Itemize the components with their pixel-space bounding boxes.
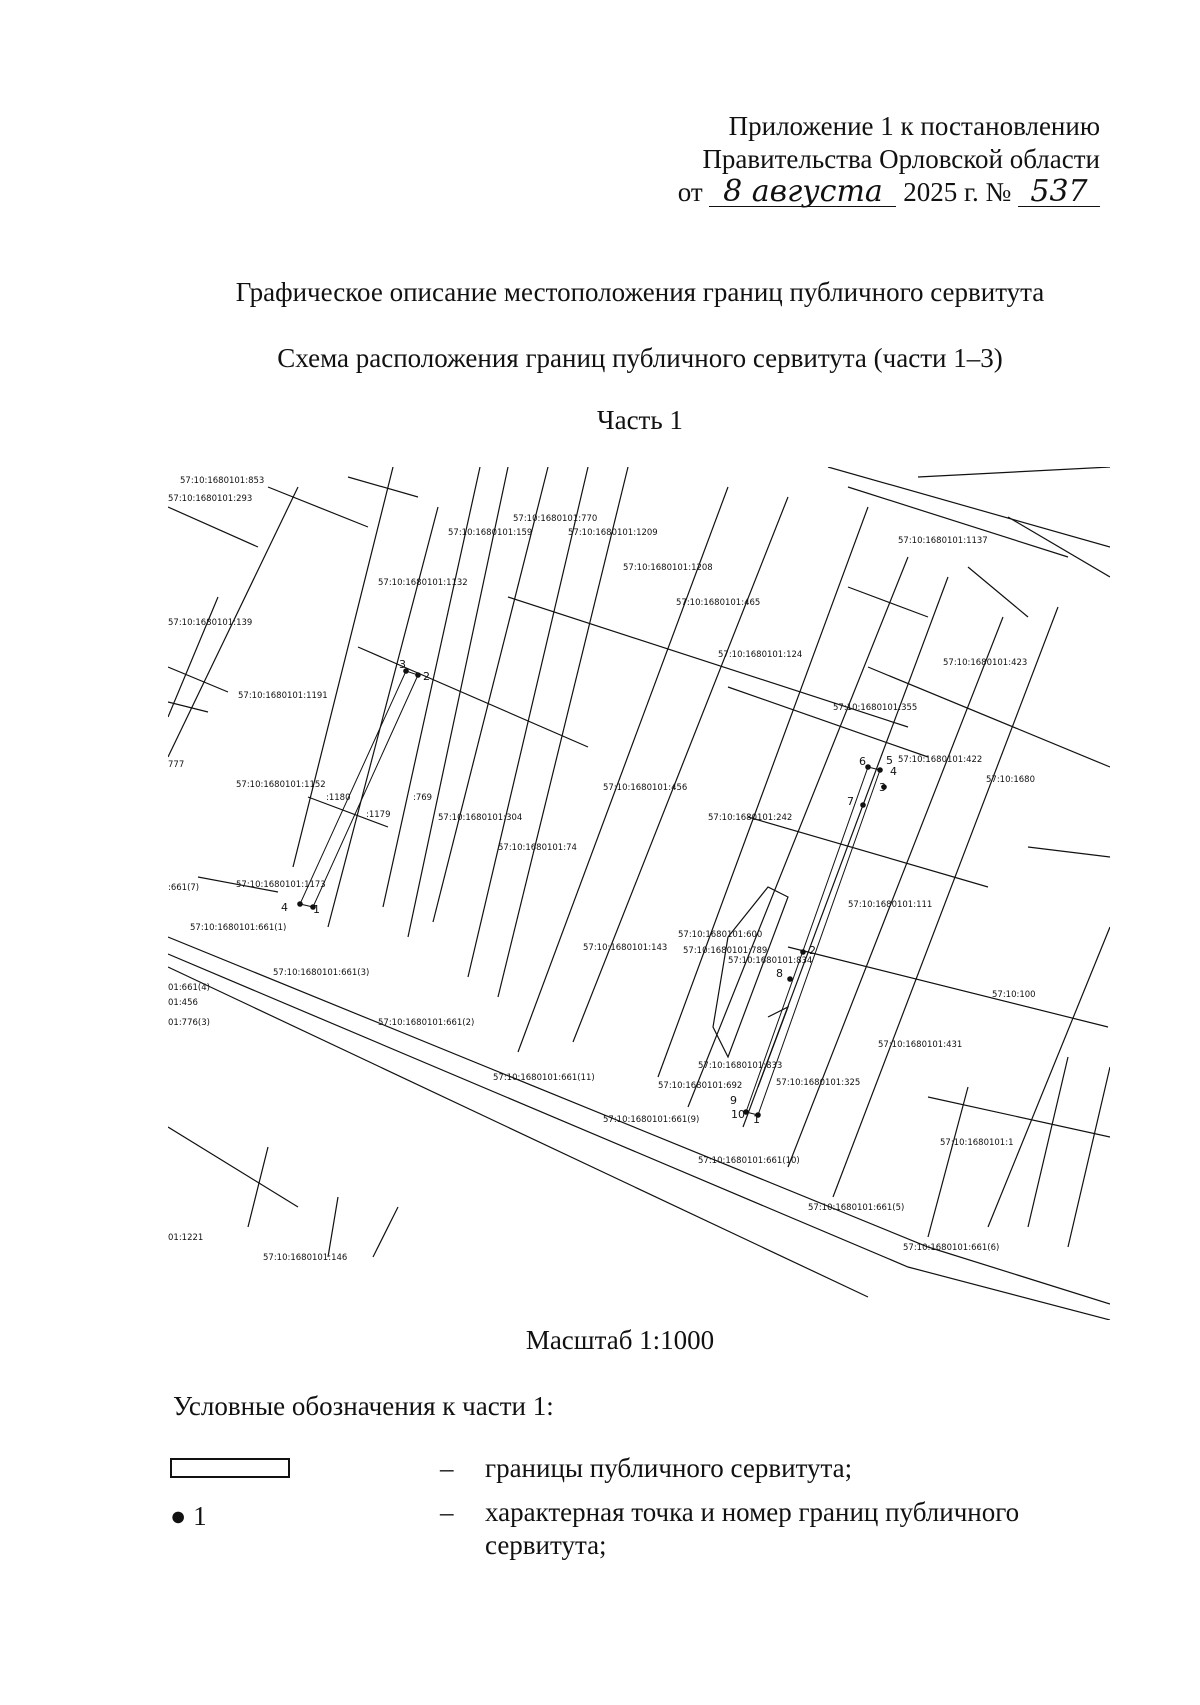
legend-item-2-text: характерная точка и номер границ публичн… <box>485 1497 1020 1560</box>
parcel-label: 57:10:1680101:661(11) <box>493 1073 595 1083</box>
map-scale: Масштаб 1:1000 <box>525 1325 715 1355</box>
parcel-label: 57:10:1680101:143 <box>583 943 667 953</box>
parcel-label: 57:10:1680101:159 <box>448 528 532 538</box>
point-number: 9 <box>730 1094 737 1107</box>
parcel-label: 57:10:1680101:692 <box>658 1081 742 1091</box>
parcel-label: 57:10:1680101:661(5) <box>808 1203 904 1213</box>
parcel-label: 57:10:1680101:146 <box>263 1253 347 1263</box>
parcel-label: 57:10:1680101:124 <box>718 650 802 660</box>
appendix-header: Приложение 1 к постановлению Правительст… <box>600 110 1100 209</box>
point-number: 7 <box>847 795 854 808</box>
parcel-boundaries <box>168 467 1110 1320</box>
parcel-label: 57:10:1680101:325 <box>776 1078 860 1088</box>
scheme-title: Схема расположения границ публичного сер… <box>277 343 1003 373</box>
point-number: 6 <box>859 755 866 768</box>
point-number: 3 <box>879 781 886 794</box>
parcel-label: 01:456 <box>168 998 198 1008</box>
parcel-label: 57:10:1680101:1 <box>940 1138 1014 1148</box>
legend-dash: – <box>440 1453 454 1483</box>
parcel-label: :1179 <box>366 810 391 820</box>
point-symbol-number: 1 <box>193 1501 207 1531</box>
parcel-label: 57:10:1680101:1208 <box>623 563 713 573</box>
parcel-label: 57:10:1680 <box>986 775 1035 785</box>
appendix-line-3: от 8 августа 2025 г. № 537 <box>600 176 1100 209</box>
point-number: 2 <box>423 670 430 683</box>
parcel-label: 57:10:1680101:74 <box>498 843 577 853</box>
parcel-label: :1180 <box>326 793 351 803</box>
handwritten-date: 8 августа <box>709 177 897 207</box>
parcel-label: 57:10:1680101:355 <box>833 703 917 713</box>
parcel-label: 57:10:1680101:789 <box>683 946 767 956</box>
parcel-label: 57:10:100 <box>992 990 1036 1000</box>
point-number: 1 <box>753 1113 760 1126</box>
servitude-boundaries <box>299 670 881 1116</box>
parcel-label: 57:10:1680101:1191 <box>238 691 328 701</box>
boundary-symbol <box>170 1458 290 1478</box>
parcel-label: 01:661(4) <box>168 983 210 993</box>
appendix-line-1: Приложение 1 к постановлению <box>728 111 1100 141</box>
legend-dash: – <box>440 1497 454 1527</box>
point-symbol: ● 1 <box>170 1501 207 1531</box>
parcel-label: 57:10:1680101:834 <box>728 956 812 966</box>
legend-title: Условные обозначения к части 1: <box>173 1391 554 1421</box>
parcel-label: 57:10:1680101:1173 <box>236 880 326 890</box>
parcel-label: 57:10:1680101:833 <box>698 1061 782 1071</box>
parcel-label: 57:10:1680101:293 <box>168 494 252 504</box>
point-number: 8 <box>776 967 783 980</box>
parcel-labels: 57:10:1680101:853 57:10:1680101:293 57:10:… <box>168 476 1036 1263</box>
parcel-label: :661(7) <box>168 883 199 893</box>
point-number: 2 <box>809 944 816 957</box>
parcel-label: 57:10:1680101:304 <box>438 813 522 823</box>
parcel-label: 57:10:1680101:661(6) <box>903 1243 999 1253</box>
parcel-label: 57:10:1680101:423 <box>943 658 1027 668</box>
handwritten-number: 537 <box>1018 177 1100 207</box>
parcel-label: 57:10:1680101:1137 <box>898 536 988 546</box>
parcel-label: 57:10:1680101:661(1) <box>190 923 286 933</box>
date-prefix: от <box>677 177 703 207</box>
point-number: 10 <box>731 1108 745 1121</box>
point-number: 4 <box>890 765 897 778</box>
parcel-label: 57:10:1680101:1132 <box>378 578 468 588</box>
parcel-label: 57:10:1680101:661(10) <box>698 1156 800 1166</box>
main-title: Графическое описание местоположения гран… <box>235 277 1045 307</box>
parcel-label: :769 <box>413 793 432 803</box>
parcel-label: 57:10:1680101:242 <box>708 813 792 823</box>
parcel-label: 57:10:1680101:465 <box>676 598 760 608</box>
parcel-label: 01:776(3) <box>168 1018 210 1028</box>
parcel-label: 57:10:1680101:661(3) <box>273 968 369 978</box>
parcel-label: 57:10:1680101:1152 <box>236 780 326 790</box>
parcel-label: 777 <box>168 760 184 770</box>
parcel-label: 01:1221 <box>168 1233 203 1243</box>
parcel-label: 57:10:1680101:431 <box>878 1040 962 1050</box>
point-number: 3 <box>399 658 406 671</box>
point-number: 5 <box>886 754 893 767</box>
legend-item-1-text: границы публичного сервитута; <box>485 1453 853 1483</box>
part-title: Часть 1 <box>597 405 683 435</box>
parcel-label: 57:10:1680101:1209 <box>568 528 658 538</box>
parcel-label: 57:10:1680101:139 <box>168 618 252 628</box>
parcel-label: 57:10:1680101:111 <box>848 900 932 910</box>
parcel-label: 57:10:1680101:661(9) <box>603 1115 699 1125</box>
point-number: 1 <box>313 903 320 916</box>
year-text: 2025 г. № <box>903 177 1012 207</box>
parcel-label: 57:10:1680101:853 <box>180 476 264 486</box>
cadastral-map: 57:10:1680101:853 57:10:1680101:293 57:10:… <box>168 467 1110 1320</box>
parcel-label: 57:10:1680101:456 <box>603 783 687 793</box>
characteristic-points <box>297 668 887 1118</box>
appendix-line-2: Правительства Орловской области <box>702 144 1100 174</box>
point-number: 4 <box>281 901 288 914</box>
parcel-label: 57:10:1680101:422 <box>898 755 982 765</box>
parcel-label: 57:10:1680101:600 <box>678 930 762 940</box>
parcel-label: 57:10:1680101:770 <box>513 514 597 524</box>
parcel-label: 57:10:1680101:661(2) <box>378 1018 474 1028</box>
